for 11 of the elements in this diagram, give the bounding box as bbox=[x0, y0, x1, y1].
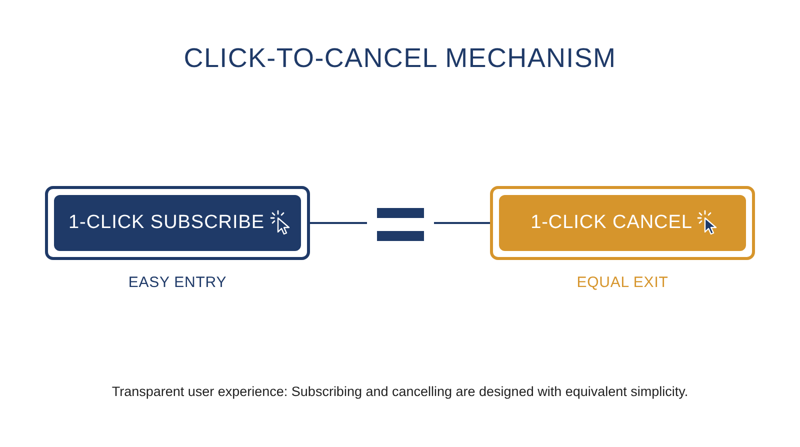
button-frame bbox=[490, 186, 755, 260]
connector-line bbox=[310, 222, 367, 224]
title: CLICK-TO-CANCEL MECHANISM bbox=[182, 42, 618, 75]
connector-line bbox=[434, 222, 490, 224]
button-frame bbox=[45, 186, 310, 260]
action-button: 1-CLICK SUBSCRIBE bbox=[54, 195, 301, 251]
action-button: 1-CLICK CANCEL bbox=[499, 195, 746, 251]
caption-label: EASY ENTRY bbox=[127, 273, 228, 293]
caption: Transparent user experience: Subscribing and cancelling are designed with equivalent simplicity. bbox=[110, 383, 690, 401]
caption-label: EQUAL EXIT bbox=[576, 273, 670, 293]
equals-sign bbox=[377, 208, 424, 241]
